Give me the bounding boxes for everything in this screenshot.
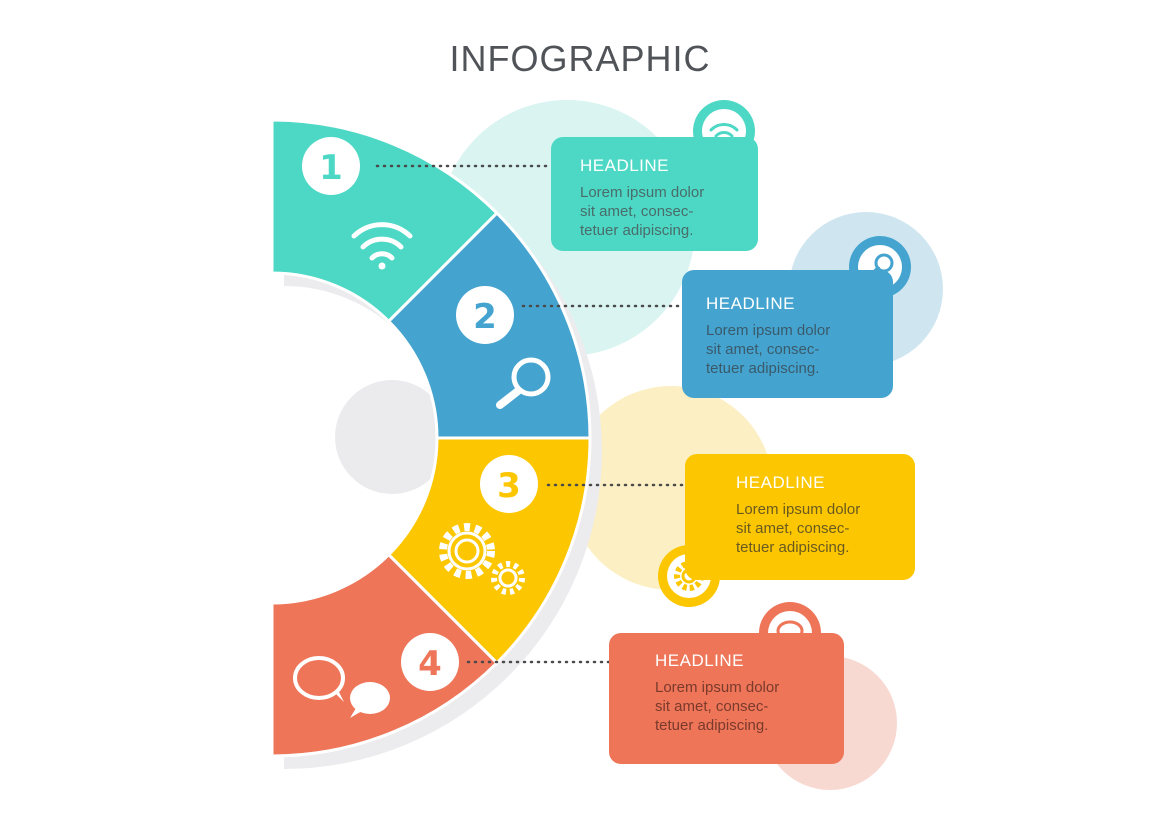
- step-number-circle-2: [456, 286, 514, 344]
- card-text-3: Lorem ipsum dolor sit amet, consec- tetu…: [736, 501, 861, 556]
- step-number-2: 2: [473, 297, 497, 337]
- card-headline-1: HEADLINE: [580, 156, 670, 175]
- info-card-1: HEADLINE Lorem ipsum dolor sit amet, con…: [551, 137, 758, 251]
- card-headline-3: HEADLINE: [736, 473, 826, 492]
- magnifier-icon: [496, 357, 551, 409]
- chat-bubbles-icon: [293, 656, 390, 718]
- card-text-4: Lorem ipsum dolor sit amet, consec- tetu…: [655, 679, 780, 734]
- info-card-4: HEADLINE Lorem ipsum dolor sit amet, con…: [609, 633, 844, 764]
- card-headline-2: HEADLINE: [706, 294, 796, 313]
- step-number-4: 4: [418, 644, 442, 684]
- step-number-1: 1: [319, 148, 343, 188]
- step-number-circle-3: [480, 455, 538, 513]
- step-number-circle-1: [302, 137, 360, 195]
- info-card-2: HEADLINE Lorem ipsum dolor sit amet, con…: [682, 270, 893, 398]
- ring-segment-4: [270, 552, 500, 758]
- gears-icon: [439, 523, 525, 595]
- page-title: INFOGRAPHIC: [449, 38, 711, 79]
- info-card-3: HEADLINE Lorem ipsum dolor sit amet, con…: [685, 454, 915, 580]
- bg-circle-gray: [335, 380, 449, 494]
- step-number-3: 3: [497, 466, 521, 506]
- step-number-circle-4: [401, 633, 459, 691]
- wifi-icon: [351, 222, 413, 270]
- card-text-1: Lorem ipsum dolor sit amet, consec- tetu…: [580, 184, 705, 239]
- card-headline-4: HEADLINE: [655, 651, 745, 670]
- card-text-2: Lorem ipsum dolor sit amet, consec- tetu…: [706, 322, 831, 377]
